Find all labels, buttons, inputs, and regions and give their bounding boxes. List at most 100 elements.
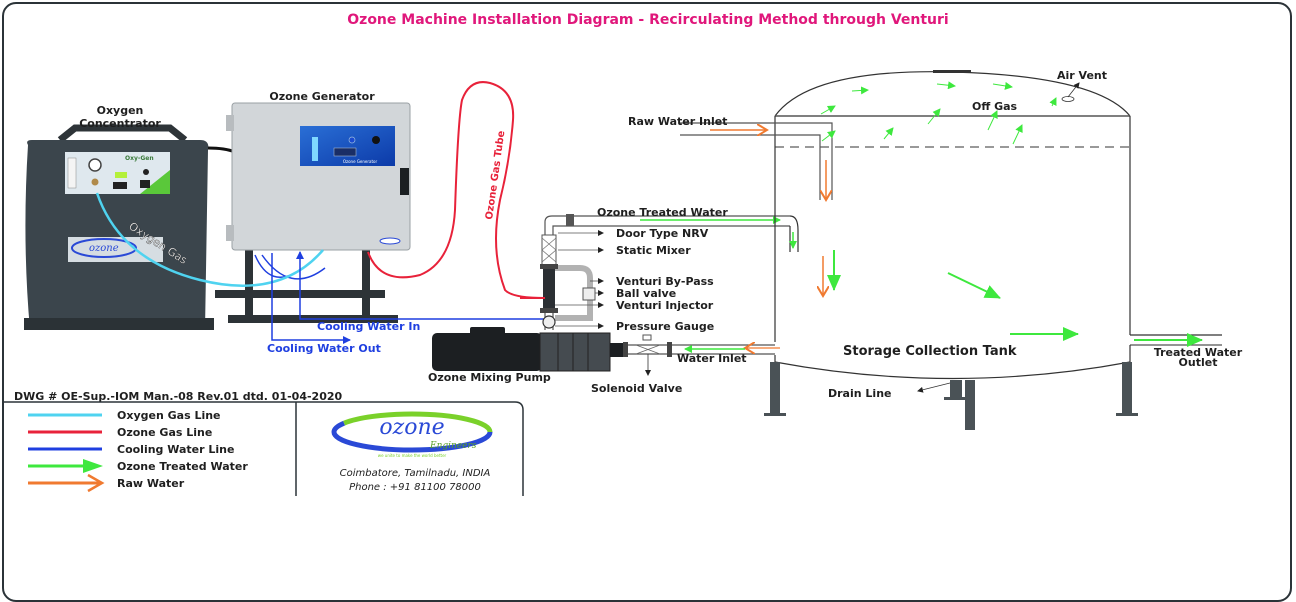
- tank-leg-center: [965, 380, 975, 430]
- door-type-nrv-label: Door Type NRV: [616, 227, 709, 240]
- oxygen-concentrator-label: Oxygen: [97, 104, 144, 117]
- cooling-water-in-line: [296, 251, 545, 320]
- ozone-mixing-pump-label: Ozone Mixing Pump: [428, 371, 551, 384]
- pipe-outline: [544, 215, 790, 330]
- legend-label: Ozone Treated Water: [117, 460, 248, 473]
- treated-water-outlet-label: Treated Water: [1154, 346, 1243, 359]
- off-gas-arrow: [992, 81, 1013, 90]
- legend-arrowhead-icon: [87, 473, 105, 493]
- treated-water-diagonal-arrow: [947, 272, 1001, 299]
- logo-swoosh-icon: [71, 238, 137, 258]
- company-logo-sub: Engineers: [429, 441, 477, 451]
- pump-motor: [432, 333, 542, 371]
- solenoid-valve-icon: [635, 344, 661, 355]
- tank-leg-foot: [1116, 413, 1138, 416]
- off-gas-arrow: [821, 130, 836, 142]
- stand-leg-left: [245, 250, 253, 315]
- indicator-light-icon: [348, 136, 356, 144]
- concentrator-logo-text: ozone: [89, 243, 119, 254]
- venturi-assembly: Ozone Treated Water Door Type NRV Static…: [520, 206, 799, 333]
- off-gas-arrow: [820, 105, 836, 115]
- generator-logo-badge: [379, 237, 401, 245]
- generator-cabinet: [231, 102, 411, 251]
- switch-icon: [113, 182, 127, 189]
- company-logo-text: ozone: [379, 415, 444, 440]
- outlet-fitting-icon: [91, 178, 99, 186]
- off-gas-arrow: [1049, 97, 1057, 107]
- off-gas-arrow: [883, 127, 894, 140]
- generator-panel-text: Ozone Generator: [343, 159, 378, 164]
- air-vent-label: Air Vent: [1057, 69, 1107, 82]
- water-inlet-line: Water Inlet Solenoid Valve: [591, 334, 780, 395]
- legend-label: Raw Water: [117, 477, 185, 490]
- storage-tank-label: Storage Collection Tank: [843, 344, 1017, 359]
- ball-valve-label: Ball valve: [616, 287, 676, 300]
- water-inlet-label: Water Inlet: [677, 352, 747, 365]
- cooling-water-out-line: [271, 253, 351, 344]
- raw-water-inlet-label: Raw Water Inlet: [628, 115, 727, 128]
- tank-leg: [1122, 362, 1132, 414]
- venturi-injector-label: Venturi Injector: [616, 299, 714, 312]
- pipe-coupling: [540, 264, 558, 269]
- pressure-dial-icon: [88, 158, 102, 172]
- company-tagline: we unite to make the world better: [378, 453, 447, 458]
- concentrator-handle: [57, 124, 188, 143]
- pump-fins: [539, 332, 611, 372]
- panel-brand: Oxy-Gen: [125, 155, 154, 162]
- ozone-treated-water-label: Ozone Treated Water: [597, 206, 728, 219]
- oxygen-concentrator: Oxy-Gen ozone Oxygen Concentrator: [24, 104, 236, 330]
- solenoid-coil-icon: [642, 334, 652, 341]
- raw-water-inlet-pipe: [680, 122, 833, 200]
- treated-water-outlet-label-2: Outlet: [1179, 356, 1218, 369]
- pump-inlet: [610, 343, 624, 357]
- company-block: ozone Engineers we unite to make the wor…: [331, 411, 493, 493]
- ozone-gas-tube-label: Ozone Gas Tube: [484, 130, 507, 221]
- ozone-generator: Ozone Generator Ozone Generator: [215, 90, 411, 323]
- hinge-bottom: [226, 225, 234, 241]
- air-vent-callout: [1067, 82, 1080, 98]
- company-address: Coimbatore, Tamilnadu, INDIA: [340, 468, 491, 479]
- concentrator-base: [24, 318, 214, 330]
- ozone-mixing-pump: Ozone Mixing Pump: [428, 327, 624, 384]
- ball-valve-icon: [582, 287, 596, 301]
- legend-label: Ozone Gas Line: [117, 426, 212, 439]
- drawing-number: DWG # OE-Sup.-IOM Man.-08 Rev.01 dtd. 01…: [14, 390, 343, 403]
- venturi-injector-body: [543, 266, 555, 311]
- flowmeter-icon: [67, 157, 77, 189]
- discharge-bend: [789, 215, 799, 252]
- pipe-coupling: [540, 308, 558, 313]
- tank-manhole: [933, 70, 971, 73]
- control-knob-icon: [372, 136, 380, 144]
- pipe-coupling: [667, 342, 672, 357]
- off-gas-label: Off Gas: [972, 100, 1018, 113]
- legend-box: [2, 401, 524, 496]
- drain-outlet: [950, 380, 962, 398]
- power-switch-icon: [140, 180, 150, 188]
- company-phone: Phone : +91 81100 78000: [349, 482, 481, 493]
- concentrator-cable: [207, 146, 236, 154]
- solenoid-valve-label: Solenoid Valve: [591, 382, 682, 395]
- pipe-coupling: [566, 214, 574, 226]
- off-gas-arrow: [927, 108, 941, 125]
- oxygen-gas-line: [95, 192, 324, 287]
- static-mixer-pattern: [541, 237, 557, 263]
- static-mixer-label: Static Mixer: [616, 244, 691, 257]
- timer-display-icon: [333, 147, 357, 157]
- venturi-bypass-pipe: [555, 265, 593, 321]
- off-gas-arrow: [1012, 124, 1023, 145]
- diagram-title: Ozone Machine Installation Diagram - Rec…: [347, 12, 948, 28]
- off-gas-arrow: [987, 110, 998, 131]
- drain-callout: [917, 382, 951, 393]
- legend-label: Oxygen Gas Line: [117, 409, 221, 422]
- tank-leg-foot: [764, 413, 786, 416]
- air-vent-icon: [1061, 96, 1075, 102]
- pipe-coupling: [623, 342, 628, 357]
- tank-leg: [770, 362, 780, 414]
- ozone-generator-label: Ozone Generator: [269, 90, 375, 103]
- hinge-top: [226, 115, 234, 131]
- installation-diagram: Ozone Machine Installation Diagram - Rec…: [2, 12, 1243, 496]
- storage-collection-tank: Air Vent Off Gas Raw Water Inlet Storage…: [628, 69, 1243, 430]
- display-icon: [115, 172, 127, 178]
- off-gas-arrow: [936, 81, 956, 90]
